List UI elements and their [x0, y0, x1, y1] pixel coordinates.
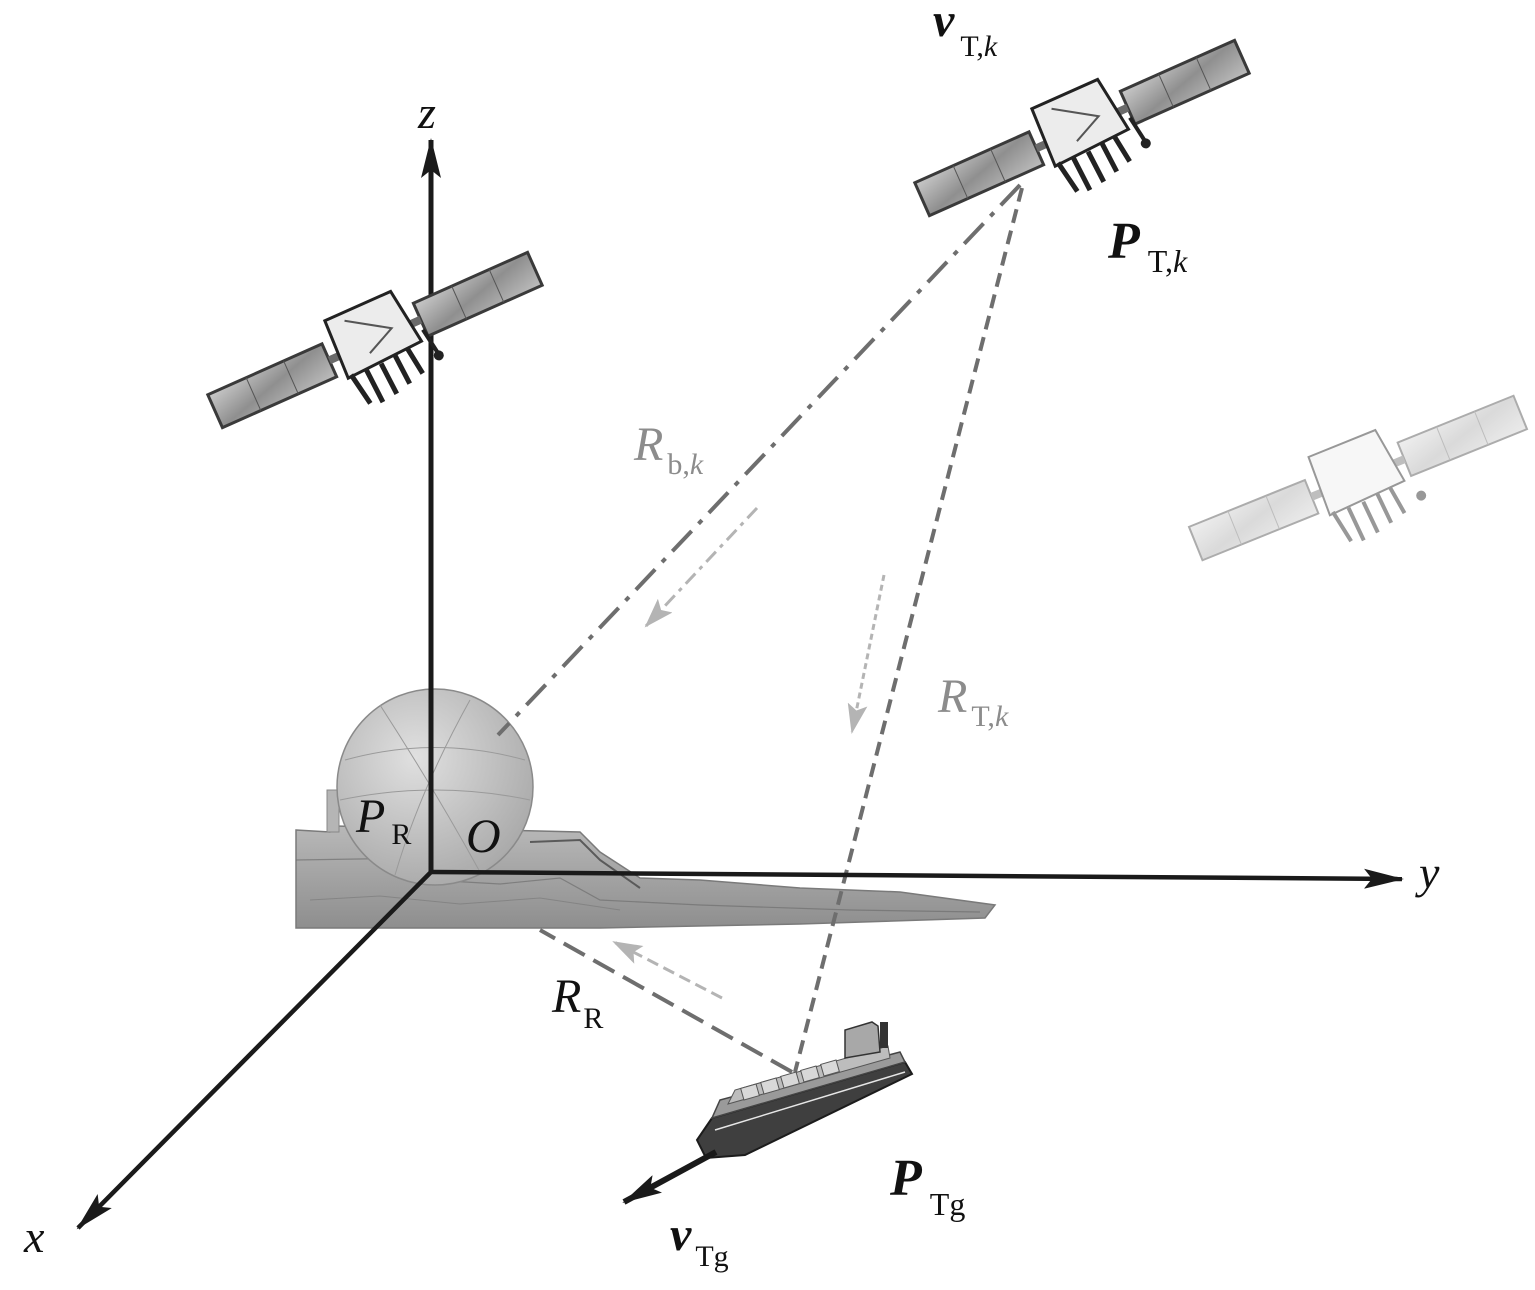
target-velocity-arrow — [622, 1149, 718, 1205]
origin-label: O — [466, 810, 501, 863]
receiver-range-line — [539, 928, 793, 1074]
transmitter-range-line — [793, 187, 1024, 1073]
baseline-range-line — [496, 183, 1022, 737]
y-axis — [430, 868, 1404, 889]
range-lines — [496, 183, 1024, 1074]
echo-signal-arrow — [612, 940, 723, 1000]
radar-station — [295, 688, 997, 929]
x-axis-label: x — [23, 1211, 45, 1262]
satellite-icon — [912, 38, 1252, 218]
baseline-signal-arrow — [644, 506, 759, 628]
x-axis — [76, 870, 433, 1230]
signal-direction-arrows — [612, 506, 886, 1000]
ship-icon — [695, 1021, 914, 1160]
coordinate-axes — [76, 138, 1404, 1230]
receiver-range-label: RR — [551, 970, 603, 1035]
satellite-icon — [1187, 394, 1529, 562]
transmit-signal-arrow — [847, 574, 886, 734]
satellite-icon — [205, 250, 545, 430]
radome-icon — [336, 688, 534, 886]
y-axis-label: y — [1415, 847, 1440, 898]
z-axis-label: z — [417, 87, 436, 138]
